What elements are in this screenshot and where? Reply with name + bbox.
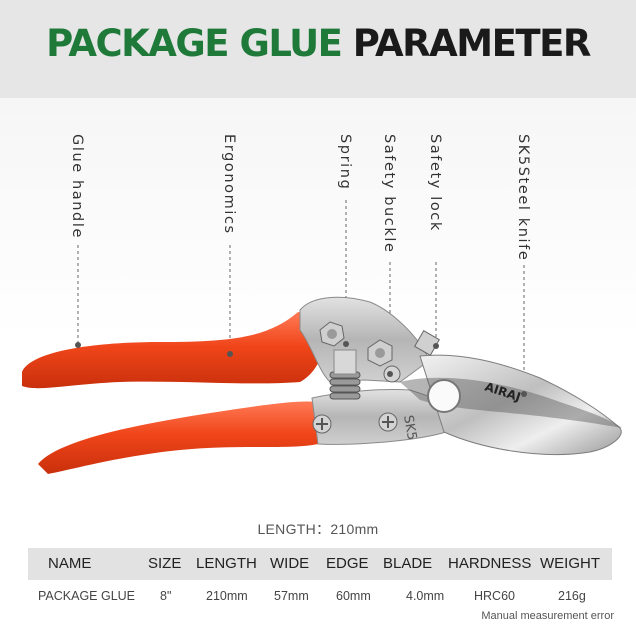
value-edge: 60mm — [336, 589, 371, 603]
callout-spring: Spring — [337, 134, 353, 191]
value-name: PACKAGE GLUE — [38, 589, 136, 603]
blade-hole — [427, 379, 461, 413]
product-photo: AIRAJ SK5 Glue handle Ergonomics Spring … — [0, 98, 636, 498]
header-name: NAME — [48, 555, 92, 572]
blade-mark: SK5 — [400, 414, 419, 441]
header-edge: EDGE — [326, 555, 369, 572]
title-black-part: PARAMETER — [352, 22, 592, 65]
callout-glue-handle: Glue handle — [69, 134, 85, 240]
header-size: SIZE — [148, 555, 182, 572]
spec-value-row: PACKAGE GLUE 8" 210mm 57mm 60mm 4.0mm HR… — [28, 580, 612, 612]
spec-table: NAME SIZE LENGTH WIDE EDGE BLADE HARDNES… — [28, 548, 612, 612]
value-size: 8" — [160, 589, 172, 603]
header-length: LENGTH — [196, 555, 257, 572]
upper-frame — [299, 296, 431, 383]
header-hardness: HARDNESS — [448, 555, 532, 572]
cutting-blade — [419, 354, 622, 456]
spring — [329, 371, 361, 400]
callout-ergonomics: Ergonomics — [221, 134, 237, 235]
pruning-shears-illustration: AIRAJ SK5 — [22, 200, 622, 474]
callout-safety-buckle: Safety buckle — [381, 134, 397, 254]
header-blade: BLADE — [383, 555, 433, 572]
header-weight: WEIGHT — [540, 555, 600, 572]
length-caption: LENGTH：210mm — [257, 521, 379, 537]
upper-handle — [22, 312, 325, 389]
value-weight: 216g — [558, 589, 586, 603]
value-length: 210mm — [206, 589, 248, 603]
spec-header-row: NAME SIZE LENGTH WIDE EDGE BLADE HARDNES… — [28, 548, 612, 580]
value-blade: 4.0mm — [406, 589, 445, 603]
title-banner: PACKAGE GLUE PARAMETER — [0, 0, 636, 98]
spring-cap — [333, 349, 357, 375]
callout-knife: SK5Steel knife — [515, 134, 531, 262]
page-title: PACKAGE GLUE PARAMETER — [0, 22, 636, 65]
header-wide: WIDE — [270, 555, 310, 572]
measurement-note: Manual measurement error — [481, 610, 614, 622]
title-green-part: PACKAGE GLUE — [46, 22, 343, 65]
callout-safety-lock: Safety lock — [427, 134, 443, 232]
lower-handle — [38, 401, 318, 474]
value-wide: 57mm — [274, 589, 309, 603]
value-hardness: HRC60 — [474, 589, 515, 603]
callout-dots — [75, 341, 527, 397]
